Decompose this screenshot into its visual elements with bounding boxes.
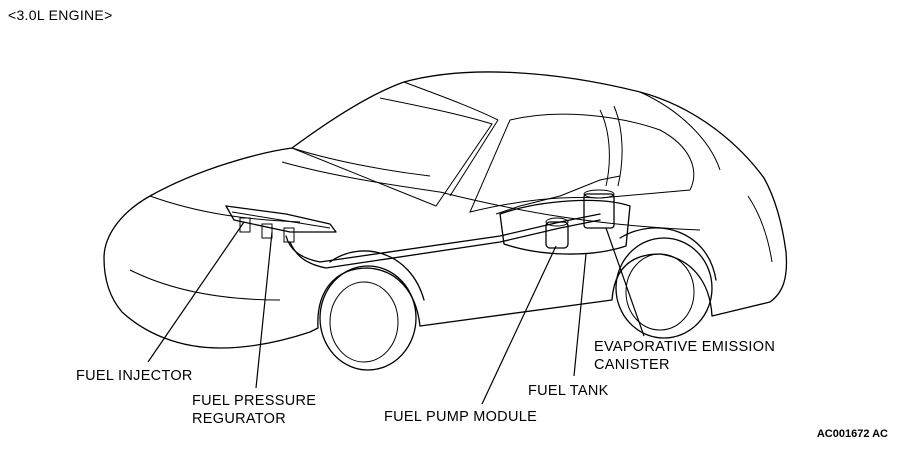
callout-evap-canister-line2: CANISTER <box>594 357 670 373</box>
fuel-pump-module <box>545 217 569 249</box>
fuel-pump-module-leader <box>481 245 557 405</box>
callout-fuel-pressure-line2: REGURATOR <box>192 411 287 427</box>
fuel-injector-leader <box>147 221 245 363</box>
figure-code: AC001672 AC <box>816 428 888 440</box>
fuel-lines <box>285 105 623 269</box>
diagram-title: <3.0L ENGINE> <box>8 7 113 23</box>
callout-leaders <box>147 221 645 405</box>
fuel-rail-assembly <box>225 205 337 243</box>
fuel-tank-leader <box>573 253 587 377</box>
fuel-tank <box>499 199 631 255</box>
callout-fuel-injector: FUEL INJECTOR <box>76 368 193 384</box>
callout-evap-canister-line1: EVAPORATIVE EMISSION <box>594 339 776 355</box>
evap-canister-leader <box>605 227 645 337</box>
callout-fuel-pressure-line1: FUEL PRESSURE <box>192 393 317 409</box>
fuel-pressure-regulator-leader <box>255 231 273 389</box>
evaporative-emission-canister <box>583 189 615 229</box>
callout-fuel-pump-module: FUEL PUMP MODULE <box>384 409 538 425</box>
car-body <box>103 71 788 371</box>
callout-fuel-tank: FUEL TANK <box>528 383 609 399</box>
